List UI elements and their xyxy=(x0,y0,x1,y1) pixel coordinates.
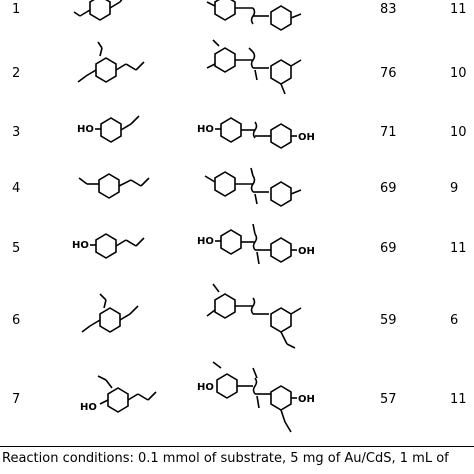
hydroxyl-label: HO xyxy=(77,124,94,135)
value-1: 76 xyxy=(380,66,397,81)
hydroxyl-label: HO xyxy=(80,402,97,413)
product-structure: HO OH xyxy=(197,117,315,149)
substrate-structure xyxy=(81,293,139,333)
value-1: 71 xyxy=(380,125,397,140)
hydroxyl-label: OH xyxy=(298,246,315,257)
value-2: 10 xyxy=(450,66,467,81)
entry-number: 3 xyxy=(12,125,21,140)
substrate-structure xyxy=(78,173,150,199)
table-bottom-rule xyxy=(0,446,474,447)
product-structure xyxy=(206,39,302,95)
entry-number: 7 xyxy=(12,392,21,407)
value-1: 57 xyxy=(380,392,397,407)
entry-number: 5 xyxy=(12,241,21,256)
substrate-structure: HO xyxy=(72,233,145,259)
value-1: 69 xyxy=(380,181,397,196)
hydroxyl-label: HO xyxy=(197,124,214,135)
entry-number: 4 xyxy=(12,181,21,196)
product-structure: HO OH xyxy=(197,361,315,433)
value-2: 6 xyxy=(450,313,459,328)
value-2: 11 xyxy=(450,392,467,407)
value-2: 11 xyxy=(450,241,467,256)
entry-number: 6 xyxy=(12,313,21,328)
product-structure xyxy=(204,167,302,207)
value-1: 69 xyxy=(380,241,397,256)
value-1: 59 xyxy=(380,313,397,328)
value-1: 83 xyxy=(380,2,397,17)
substrate-structure: HO xyxy=(80,375,157,413)
hydroxyl-label: HO xyxy=(197,382,214,393)
substrate-structure xyxy=(77,41,145,83)
hydroxyl-label: OH xyxy=(298,132,315,143)
value-2: 10 xyxy=(450,125,467,140)
hydroxyl-label: HO xyxy=(72,240,89,251)
value-2: 11 xyxy=(450,2,467,17)
product-structure xyxy=(206,0,302,31)
hydroxyl-label: OH xyxy=(298,394,315,405)
table-footnote: Reaction conditions: 0.1 mmol of substra… xyxy=(2,451,449,466)
entry-number: 2 xyxy=(12,66,21,81)
product-structure xyxy=(206,283,302,349)
substrate-structure xyxy=(73,0,123,21)
product-structure: HO OH xyxy=(197,223,315,265)
substrate-structure: HO xyxy=(77,115,140,143)
value-2: 9 xyxy=(450,181,459,196)
entry-number: 1 xyxy=(12,2,21,17)
hydroxyl-label: HO xyxy=(197,236,214,247)
